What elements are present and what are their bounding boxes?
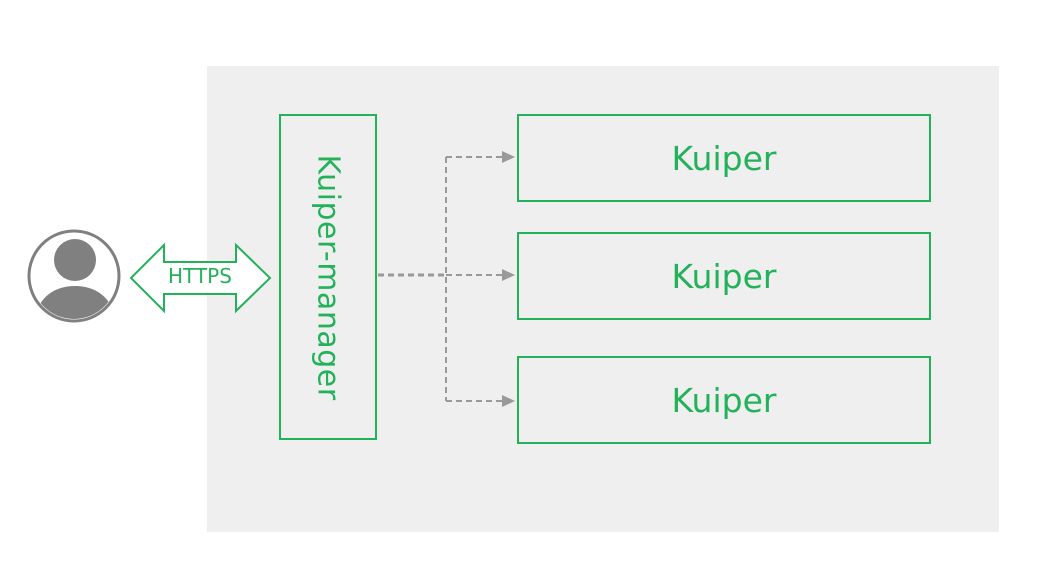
- arrowhead-1: [502, 151, 515, 163]
- arrowhead-2: [502, 269, 515, 281]
- connector-lines: [378, 156, 504, 402]
- kuiper-instance-1: Kuiper: [517, 114, 931, 202]
- https-label: HTTPS: [168, 264, 232, 288]
- kuiper-instance-label: Kuiper: [671, 380, 777, 420]
- kuiper-instance-label: Kuiper: [671, 138, 777, 178]
- kuiper-instance-3: Kuiper: [517, 356, 931, 444]
- arrowhead-3: [502, 395, 515, 407]
- cluster-panel: [207, 66, 999, 532]
- kuiper-instance-label: Kuiper: [671, 256, 777, 296]
- kuiper-instance-2: Kuiper: [517, 232, 931, 320]
- user-avatar-icon: [27, 229, 121, 323]
- kuiper-manager-label: Kuiper-manager: [310, 153, 346, 401]
- https-double-arrow: [129, 242, 272, 314]
- kuiper-manager-box: Kuiper-manager: [279, 114, 377, 440]
- connector-arrowheads: [502, 151, 515, 407]
